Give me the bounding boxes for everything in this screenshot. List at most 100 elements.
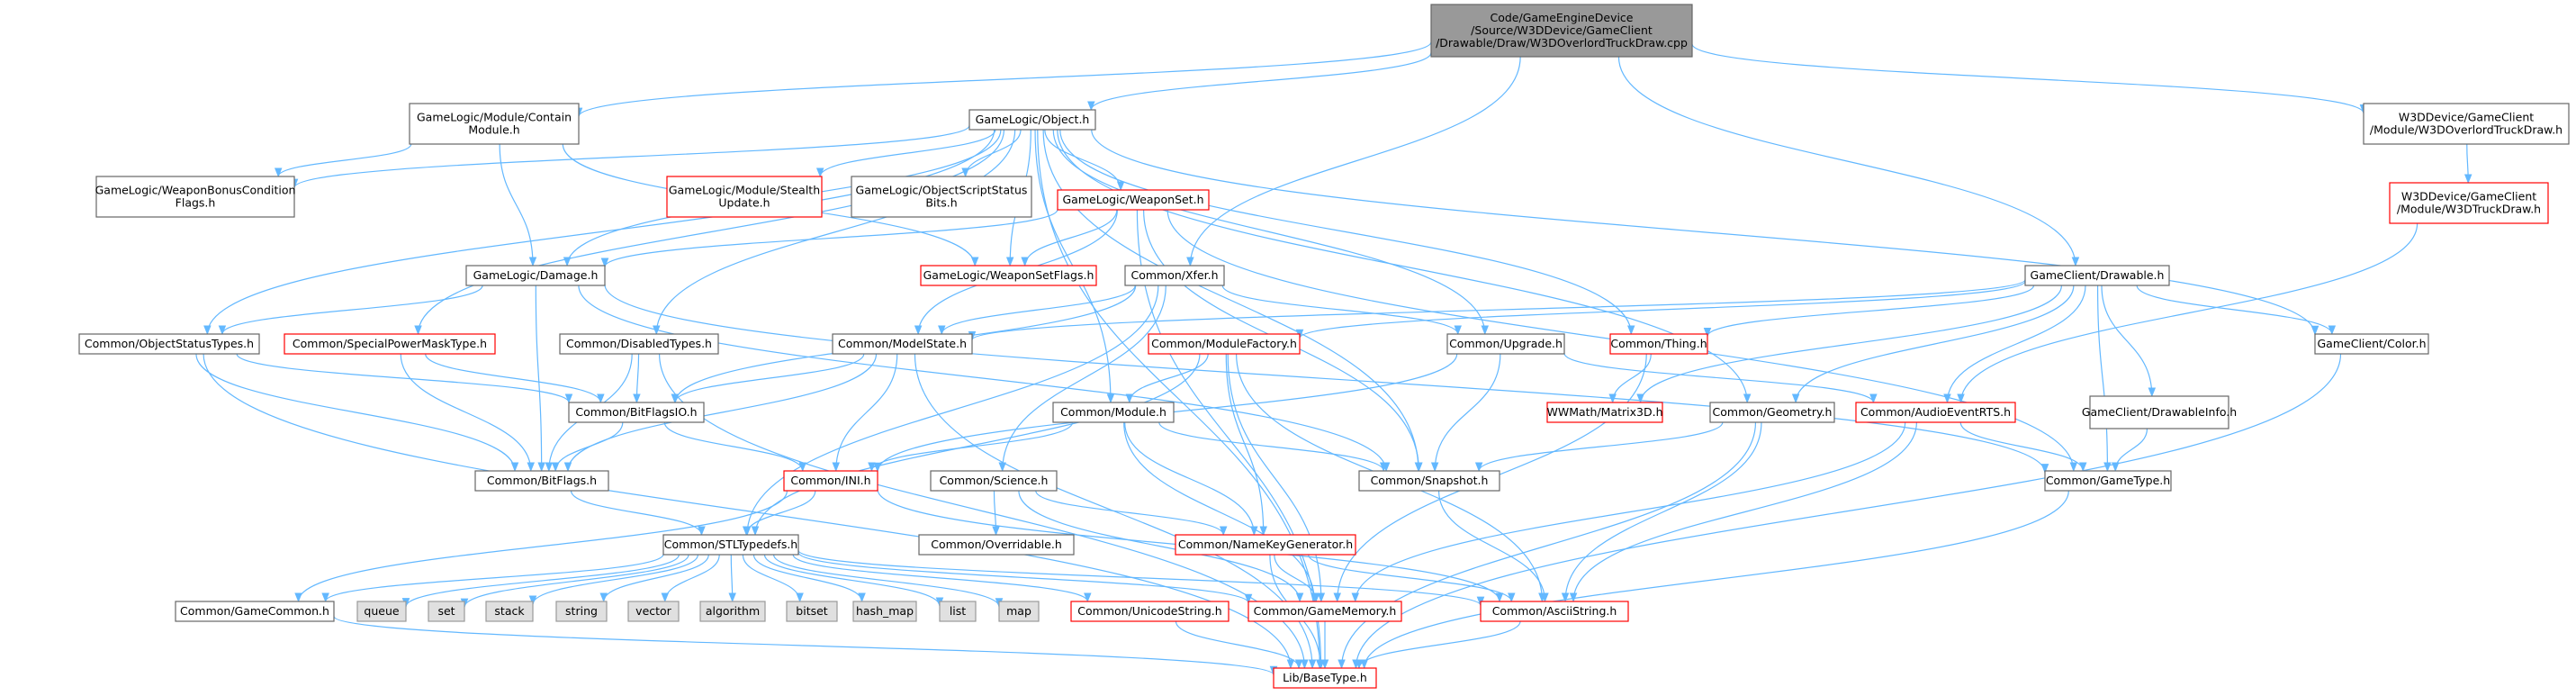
node-upgrade-box	[1446, 333, 1565, 355]
node-upgrade[interactable]: Common/Upgrade.h	[1446, 333, 1565, 355]
edge-geometry-to-basetype	[1338, 421, 1757, 670]
node-bitset-label-line-0: bitset	[796, 604, 828, 618]
node-unicode[interactable]: Common/UnicodeString.h	[1070, 601, 1229, 622]
node-xfer[interactable]: Common/Xfer.h	[1124, 265, 1225, 286]
node-specpower[interactable]: Common/SpecialPowerMaskType.h	[284, 333, 496, 355]
node-root-label-line-2: /Drawable/Draw/W3DOverlordTruckDraw.cpp	[1436, 36, 1688, 50]
edge-audio-to-gamemem	[1351, 421, 1906, 603]
node-thing[interactable]: Common/Thing.h	[1609, 333, 1708, 355]
node-drawable[interactable]: GameClient/Drawable.h	[2024, 265, 2170, 286]
node-science-box	[930, 470, 1058, 492]
node-disabled[interactable]: Common/DisabledTypes.h	[559, 333, 719, 355]
node-ini[interactable]: Common/INI.h	[783, 470, 878, 492]
node-color-label-line-0: GameClient/Color.h	[2318, 337, 2427, 350]
edge-objstatus-to-bitflags	[195, 353, 519, 473]
edge-module-to-ini	[868, 421, 1074, 473]
node-stack: stack	[485, 601, 534, 622]
node-modelstate-box	[832, 333, 973, 355]
node-drawable-box	[2024, 265, 2170, 286]
node-stealth-label-line-0: GameLogic/Module/Stealth	[669, 184, 820, 197]
node-damage[interactable]: GameLogic/Damage.h	[465, 265, 606, 286]
node-list-label-line-0: list	[950, 604, 966, 618]
node-overridable-label-line-0: Common/Overridable.h	[931, 538, 1062, 551]
node-snapshot[interactable]: Common/Snapshot.h	[1358, 470, 1500, 492]
node-module[interactable]: Common/Module.h	[1052, 402, 1175, 423]
node-bitflagsio[interactable]: Common/BitFlagsIO.h	[568, 402, 705, 423]
edge-object-to-stealth	[815, 129, 996, 178]
node-disabled-label-line-0: Common/DisabledTypes.h	[566, 337, 712, 350]
node-color[interactable]: GameClient/Color.h	[2314, 333, 2429, 355]
node-set: set	[428, 601, 465, 622]
node-weaponset[interactable]: GameLogic/WeaponSet.h	[1057, 189, 1210, 211]
node-string: string	[555, 601, 608, 622]
node-hashmap-label-line-0: hash_map	[856, 604, 914, 618]
node-science[interactable]: Common/Science.h	[930, 470, 1058, 492]
node-list: list	[939, 601, 977, 622]
node-w3dtruck[interactable]: W3DDevice/GameClient/Module/W3DTruckDraw…	[2389, 182, 2549, 224]
edge-object-to-thing	[1059, 129, 1635, 336]
node-bitflagsio-label-line-0: Common/BitFlagsIO.h	[575, 405, 697, 419]
node-geometry-label-line-0: Common/Geometry.h	[1713, 405, 1833, 419]
node-xfer-label-line-0: Common/Xfer.h	[1130, 268, 1218, 282]
edge-contain-to-wbonus	[274, 143, 412, 178]
edge-stl-to-set	[460, 554, 689, 609]
node-geometry[interactable]: Common/Geometry.h	[1709, 402, 1835, 423]
node-w3ddraw-box	[2363, 103, 2570, 145]
edge-stl-to-gamemem	[797, 552, 1253, 604]
edge-xfer-to-stl	[743, 285, 1159, 537]
node-wbonus-label-line-0: GameLogic/WeaponBonusCondition	[95, 184, 296, 197]
node-snapshot-box	[1358, 470, 1500, 492]
edge-stl-to-gamecommon	[321, 554, 664, 603]
node-contain-box	[409, 103, 580, 145]
node-hashmap-box	[852, 601, 917, 622]
node-vector-box	[627, 601, 680, 622]
node-queue-box	[356, 601, 407, 622]
node-ascii-label-line-0: Common/AsciiString.h	[1492, 604, 1617, 618]
node-set-box	[428, 601, 465, 622]
edge-object-to-objstatus	[203, 129, 995, 336]
edge-object-to-color	[1091, 129, 2319, 336]
node-gamemem[interactable]: Common/GameMemory.h	[1247, 601, 1402, 622]
node-namekey[interactable]: Common/NameKeyGenerator.h	[1175, 534, 1356, 556]
node-root-label-line-1: /Source/W3DDevice/GameClient	[1471, 23, 1653, 37]
edge-drawable-to-modelstate	[968, 279, 2026, 341]
node-matrix3d[interactable]: WWMath/Matrix3D.h	[1546, 402, 1663, 423]
edge-science-to-namekey	[1035, 490, 1228, 537]
node-matrix3d-label-line-0: WWMath/Matrix3D.h	[1546, 405, 1662, 419]
node-ascii-box	[1480, 601, 1629, 622]
edge-drawable-to-audio	[1943, 285, 2086, 404]
edge-module-to-namekey	[1124, 421, 1258, 537]
edge-objstatus-to-bitflagsio	[236, 353, 573, 404]
node-stl-label-line-0: Common/STLTypedefs.h	[664, 538, 797, 551]
edge-weaponset-to-damage	[600, 209, 1058, 268]
node-audio[interactable]: Common/AudioEventRTS.h	[1855, 402, 2016, 423]
node-stl[interactable]: Common/STLTypedefs.h	[662, 534, 799, 556]
node-map: map	[998, 601, 1040, 622]
node-gamecommon[interactable]: Common/GameCommon.h	[175, 601, 335, 622]
node-modfactory[interactable]: Common/ModuleFactory.h	[1148, 333, 1301, 355]
node-objstatus[interactable]: Common/ObjectStatusTypes.h	[78, 333, 260, 355]
node-wsflags[interactable]: GameLogic/WeaponSetFlags.h	[920, 265, 1097, 286]
node-basetype[interactable]: Lib/BaseType.h	[1273, 667, 1377, 689]
edge-ini-to-stl	[742, 490, 816, 537]
node-ascii[interactable]: Common/AsciiString.h	[1480, 601, 1629, 622]
edge-w3dtruck-to-audio	[1957, 222, 2418, 404]
node-bitflags-label-line-0: Common/BitFlags.h	[487, 474, 597, 487]
node-gametype[interactable]: Common/GameType.h	[2044, 470, 2172, 492]
node-map-label-line-0: map	[1006, 604, 1031, 618]
node-modelstate[interactable]: Common/ModelState.h	[832, 333, 973, 355]
node-overridable[interactable]: Common/Overridable.h	[918, 534, 1075, 556]
edge-drawinfo-to-gametype	[2111, 428, 2148, 473]
node-root[interactable]: Code/GameEngineDevice/Source/W3DDevice/G…	[1430, 4, 1693, 58]
edge-color-to-basetype	[1352, 353, 2342, 670]
node-drawinfo[interactable]: GameClient/DrawableInfo.h	[2082, 395, 2237, 429]
edge-drawable-to-thing	[1703, 285, 2035, 338]
edge-damage-to-bitflags	[535, 285, 545, 473]
node-w3ddraw[interactable]: W3DDevice/GameClient/Module/W3DOverlordT…	[2363, 103, 2570, 145]
node-bitflags[interactable]: Common/BitFlags.h	[474, 470, 609, 492]
node-object[interactable]: GameLogic/Object.h	[968, 109, 1096, 131]
